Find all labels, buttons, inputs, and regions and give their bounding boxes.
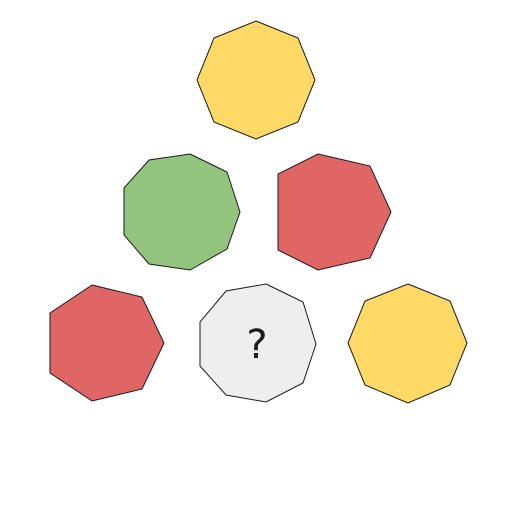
tile-middle-left-nonagon[interactable] xyxy=(123,153,241,271)
row-bottom: ? xyxy=(49,283,468,404)
tile-bottom-right-octagon[interactable] xyxy=(347,283,468,404)
tile-top-octagon[interactable] xyxy=(196,20,316,140)
tile-bottom-left-heptagon[interactable] xyxy=(49,284,165,402)
row-middle xyxy=(123,153,392,271)
tile-middle-right-octagon[interactable] xyxy=(277,153,392,271)
question-mark-label: ? xyxy=(246,322,267,368)
tile-bottom-middle-nonagon[interactable] xyxy=(199,283,317,403)
row-top xyxy=(196,20,316,140)
